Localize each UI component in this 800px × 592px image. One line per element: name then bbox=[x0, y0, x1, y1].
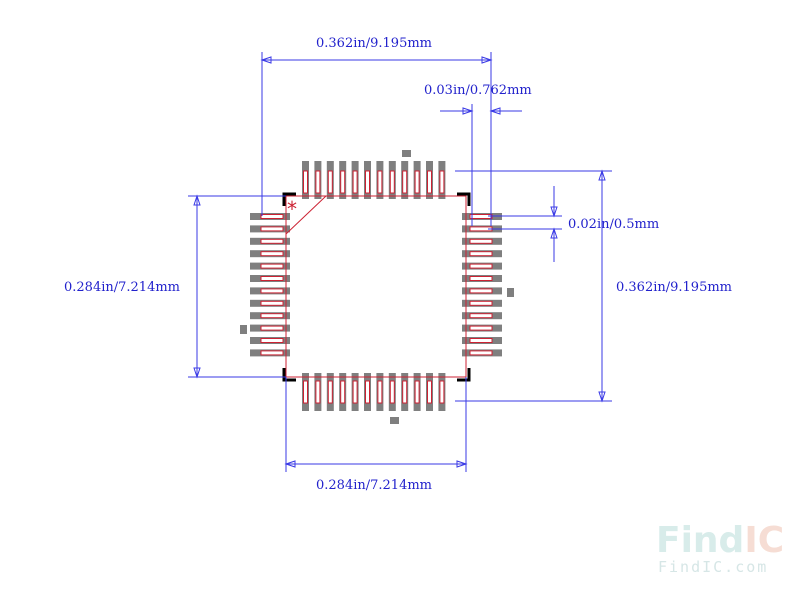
pad-bottom bbox=[401, 373, 409, 411]
dimension-label: 0.284in/7.214mm bbox=[64, 280, 180, 295]
package-outline bbox=[285, 195, 467, 378]
pad-left bbox=[250, 299, 290, 307]
logo-ic-text: IC bbox=[744, 520, 784, 561]
corner-bracket-bottom-right bbox=[457, 368, 471, 382]
pad-left bbox=[250, 312, 290, 320]
fiducial-top bbox=[402, 150, 411, 157]
logo-url-text: FindIC.com bbox=[658, 558, 768, 576]
dimension-label: 0.362in/9.195mm bbox=[316, 36, 432, 51]
pad-top bbox=[364, 161, 371, 199]
pad-bottom bbox=[326, 373, 334, 411]
pad-right bbox=[462, 337, 502, 344]
pad-top bbox=[376, 161, 384, 199]
logo-find-text: Find bbox=[656, 520, 744, 561]
pad-bottom bbox=[351, 373, 359, 411]
pad-bottom bbox=[339, 373, 347, 411]
pad-right bbox=[462, 262, 502, 270]
pad-right bbox=[462, 287, 502, 295]
pad-top bbox=[314, 161, 322, 199]
pad-bottom bbox=[388, 373, 396, 411]
pad-top bbox=[388, 161, 396, 199]
pad-bottom bbox=[413, 373, 421, 411]
pad-top bbox=[426, 161, 433, 199]
dimension-bottom-width: 0.284in/7.214mm bbox=[284, 377, 468, 493]
pad-top bbox=[326, 161, 334, 199]
pads-bottom-row bbox=[302, 373, 446, 411]
pad-top bbox=[401, 161, 409, 199]
pad-bottom bbox=[438, 373, 446, 411]
pad-right bbox=[462, 324, 502, 332]
pad-bottom bbox=[426, 373, 433, 411]
pads-left-column bbox=[250, 213, 290, 357]
pad-top bbox=[351, 161, 359, 199]
pad-left bbox=[250, 262, 290, 270]
dimension-left-height: 0.284in/7.214mm bbox=[64, 194, 286, 379]
pad-left bbox=[250, 275, 290, 282]
pad-top bbox=[413, 161, 421, 199]
dimension-label: 0.284in/7.214mm bbox=[316, 478, 432, 493]
dimension-pin-length: 0.03in/0.762mm bbox=[424, 83, 532, 226]
svg-text:FindIC: FindIC bbox=[656, 520, 784, 561]
pad-bottom bbox=[314, 373, 322, 411]
pad-right bbox=[462, 250, 502, 258]
pin1-marker: * bbox=[287, 197, 297, 221]
fiducial-right bbox=[507, 288, 514, 297]
pad-left bbox=[250, 237, 290, 245]
corner-bracket-bottom-left bbox=[282, 368, 296, 382]
dimension-label: 0.02in/0.5mm bbox=[568, 217, 659, 232]
dimension-pitch: 0.02in/0.5mm bbox=[488, 186, 659, 262]
dimension-right-height: 0.362in/9.195mm bbox=[455, 169, 732, 403]
pad-left bbox=[250, 324, 290, 332]
dimension-label: 0.03in/0.762mm bbox=[424, 83, 532, 98]
findic-watermark: FindIC FindIC.com bbox=[656, 520, 784, 576]
corner-bracket-top-left bbox=[282, 192, 296, 206]
fiducial-left bbox=[240, 325, 247, 334]
pads-top-row bbox=[302, 161, 446, 199]
pad-right bbox=[462, 237, 502, 245]
pad-left bbox=[250, 287, 290, 295]
pad-left bbox=[250, 349, 290, 357]
pad-left bbox=[250, 250, 290, 258]
pin1-chamfer-line bbox=[285, 195, 327, 235]
pad-top bbox=[339, 161, 347, 199]
fiducial-bottom bbox=[390, 417, 399, 424]
pad-bottom bbox=[364, 373, 371, 411]
pad-left bbox=[250, 337, 290, 344]
corner-bracket-top-right bbox=[457, 192, 471, 206]
pad-right bbox=[462, 349, 502, 357]
pad-bottom bbox=[376, 373, 384, 411]
pad-top bbox=[302, 161, 309, 199]
pads-right-column bbox=[462, 213, 502, 357]
pad-left bbox=[250, 213, 290, 220]
pad-right bbox=[462, 275, 502, 282]
dimension-label: 0.362in/9.195mm bbox=[616, 280, 732, 295]
pad-right bbox=[462, 299, 502, 307]
pad-bottom bbox=[302, 373, 309, 411]
pad-top bbox=[438, 161, 446, 199]
pad-left bbox=[250, 225, 290, 233]
pad-right bbox=[462, 312, 502, 320]
